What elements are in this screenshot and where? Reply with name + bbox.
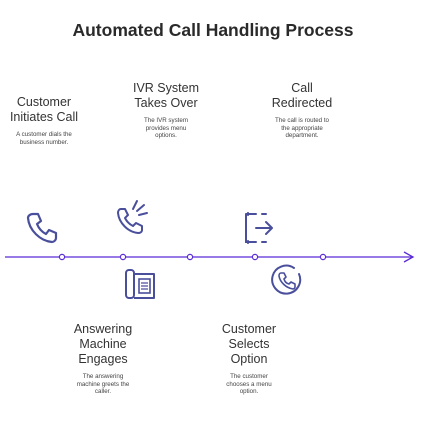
timeline-node xyxy=(319,253,327,261)
step-ivr-system-takes-over: IVR System Takes Over The IVR system pro… xyxy=(116,81,216,140)
step-call-redirected: Call Redirected The call is routed to th… xyxy=(252,81,352,140)
step-description: A customer dials the business number. xyxy=(16,131,72,146)
step-customer-selects-option: Customer Selects Option The customer cho… xyxy=(195,322,303,396)
step-customer-initiates-call: Customer Initiates Call A customer dials… xyxy=(0,95,88,146)
step-heading: Call Redirected xyxy=(271,81,333,110)
step-description: The answering machine greets the caller. xyxy=(76,373,130,396)
phone-icon xyxy=(24,209,60,245)
call-forward-icon xyxy=(240,208,278,248)
menu-option-icon xyxy=(268,263,304,299)
timeline-arrowhead xyxy=(403,251,415,263)
step-description: The IVR system provides menu options. xyxy=(143,117,188,140)
page-title: Automated Call Handling Process xyxy=(72,20,354,40)
timeline-node xyxy=(58,253,66,261)
timeline-node xyxy=(119,253,127,261)
timeline-node xyxy=(251,253,259,261)
step-heading: Customer Selects Option xyxy=(221,322,277,366)
step-description: The call is routed to the appropriate de… xyxy=(275,117,329,140)
step-heading: Customer Initiates Call xyxy=(9,95,79,124)
step-answering-machine-engages: Answering Machine Engages The answering … xyxy=(49,322,157,396)
answering-machine-icon xyxy=(122,267,158,301)
step-heading: IVR System Takes Over xyxy=(133,81,199,110)
step-heading: Answering Machine Engages xyxy=(73,322,133,366)
phone-ringing-icon xyxy=(113,197,153,237)
timeline-node xyxy=(186,253,194,261)
step-description: The customer chooses a menu option. xyxy=(226,373,272,396)
